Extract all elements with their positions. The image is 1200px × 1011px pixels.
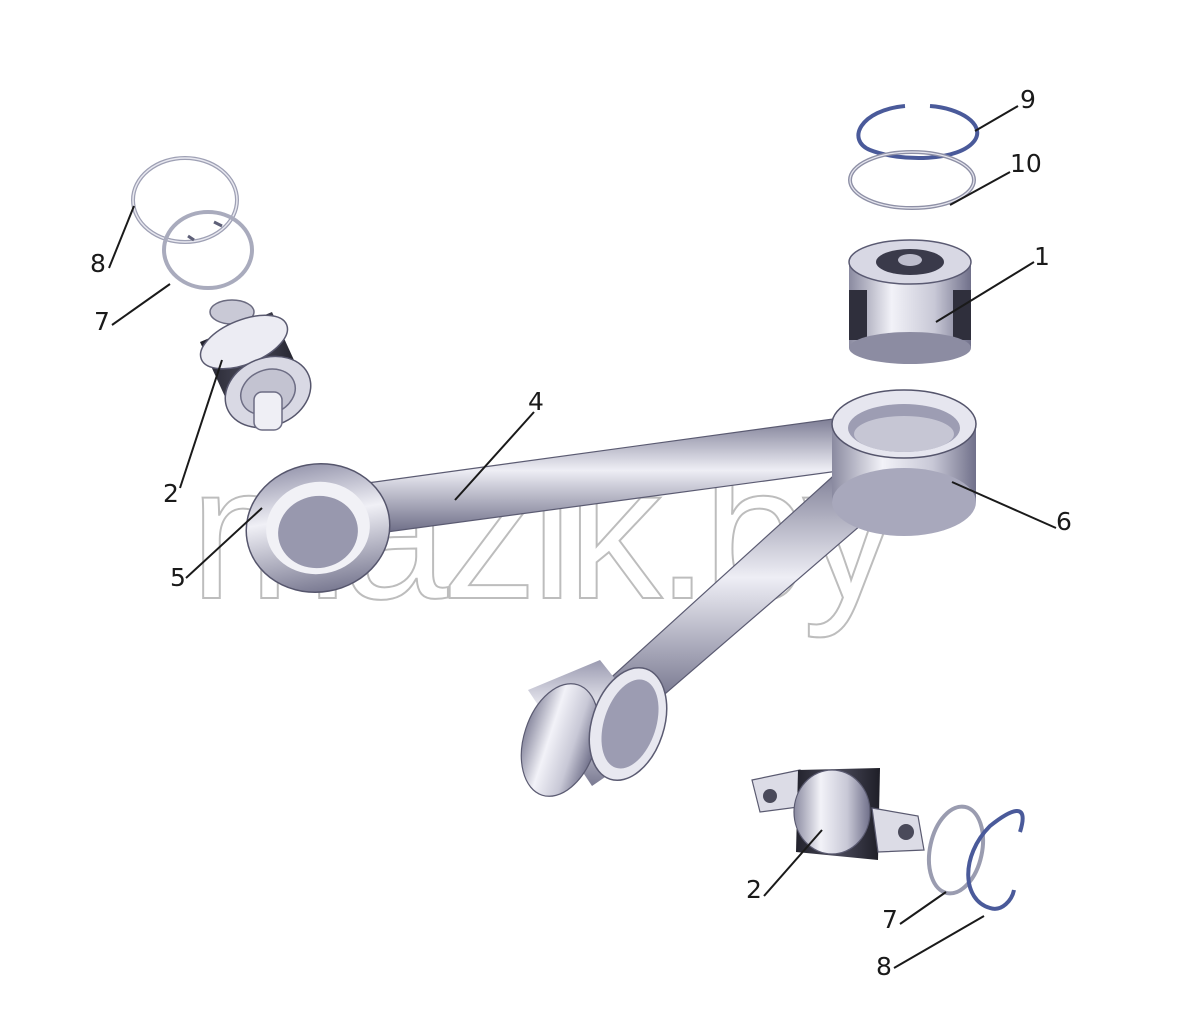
callout-7-top: 7 — [94, 307, 110, 336]
callout-6: 6 — [1056, 507, 1072, 536]
retaining-ring-upper-left — [162, 210, 254, 290]
leader-1 — [935, 261, 1035, 323]
callout-9: 9 — [1020, 85, 1036, 114]
snap-ring-lower-right — [966, 809, 1025, 911]
callout-8-bottom: 8 — [876, 952, 892, 981]
callout-2-top: 2 — [163, 479, 179, 508]
leader-2-top — [179, 359, 223, 489]
leader-8-top — [108, 205, 135, 269]
leader-6 — [951, 481, 1057, 529]
snap-ring-upper-left — [131, 156, 239, 244]
rod-end-eye-lower — [520, 660, 668, 797]
leader-lines — [108, 105, 1057, 969]
leader-7-top — [111, 283, 171, 326]
callout-2-bottom: 2 — [746, 875, 762, 904]
retaining-ring-top — [848, 150, 976, 210]
callout-4: 4 — [528, 387, 544, 416]
callout-8-top: 8 — [90, 249, 106, 278]
central-bushing — [848, 239, 972, 364]
snap-ring-top — [856, 104, 980, 160]
leader-7-bottom — [899, 891, 947, 925]
leader-5 — [185, 507, 263, 579]
rod-end-eye-upper — [245, 462, 391, 594]
retaining-ring-lower-right — [926, 804, 986, 896]
callout-1: 1 — [1034, 242, 1050, 271]
leader-8-bottom — [893, 915, 985, 969]
leader-4 — [454, 411, 535, 501]
leader-2-bottom — [763, 829, 823, 897]
rubber-metal-joint-upper-left — [199, 299, 312, 431]
callout-7-bottom: 7 — [882, 905, 898, 934]
leader-9 — [974, 105, 1019, 132]
callout-labels: 8 7 2 5 4 9 10 1 6 2 7 8 — [90, 85, 1072, 981]
callout-10: 10 — [1010, 149, 1042, 178]
rubber-metal-joint-lower-right — [751, 768, 925, 860]
leader-10 — [949, 171, 1011, 206]
callout-5: 5 — [170, 563, 186, 592]
central-housing — [831, 389, 977, 536]
